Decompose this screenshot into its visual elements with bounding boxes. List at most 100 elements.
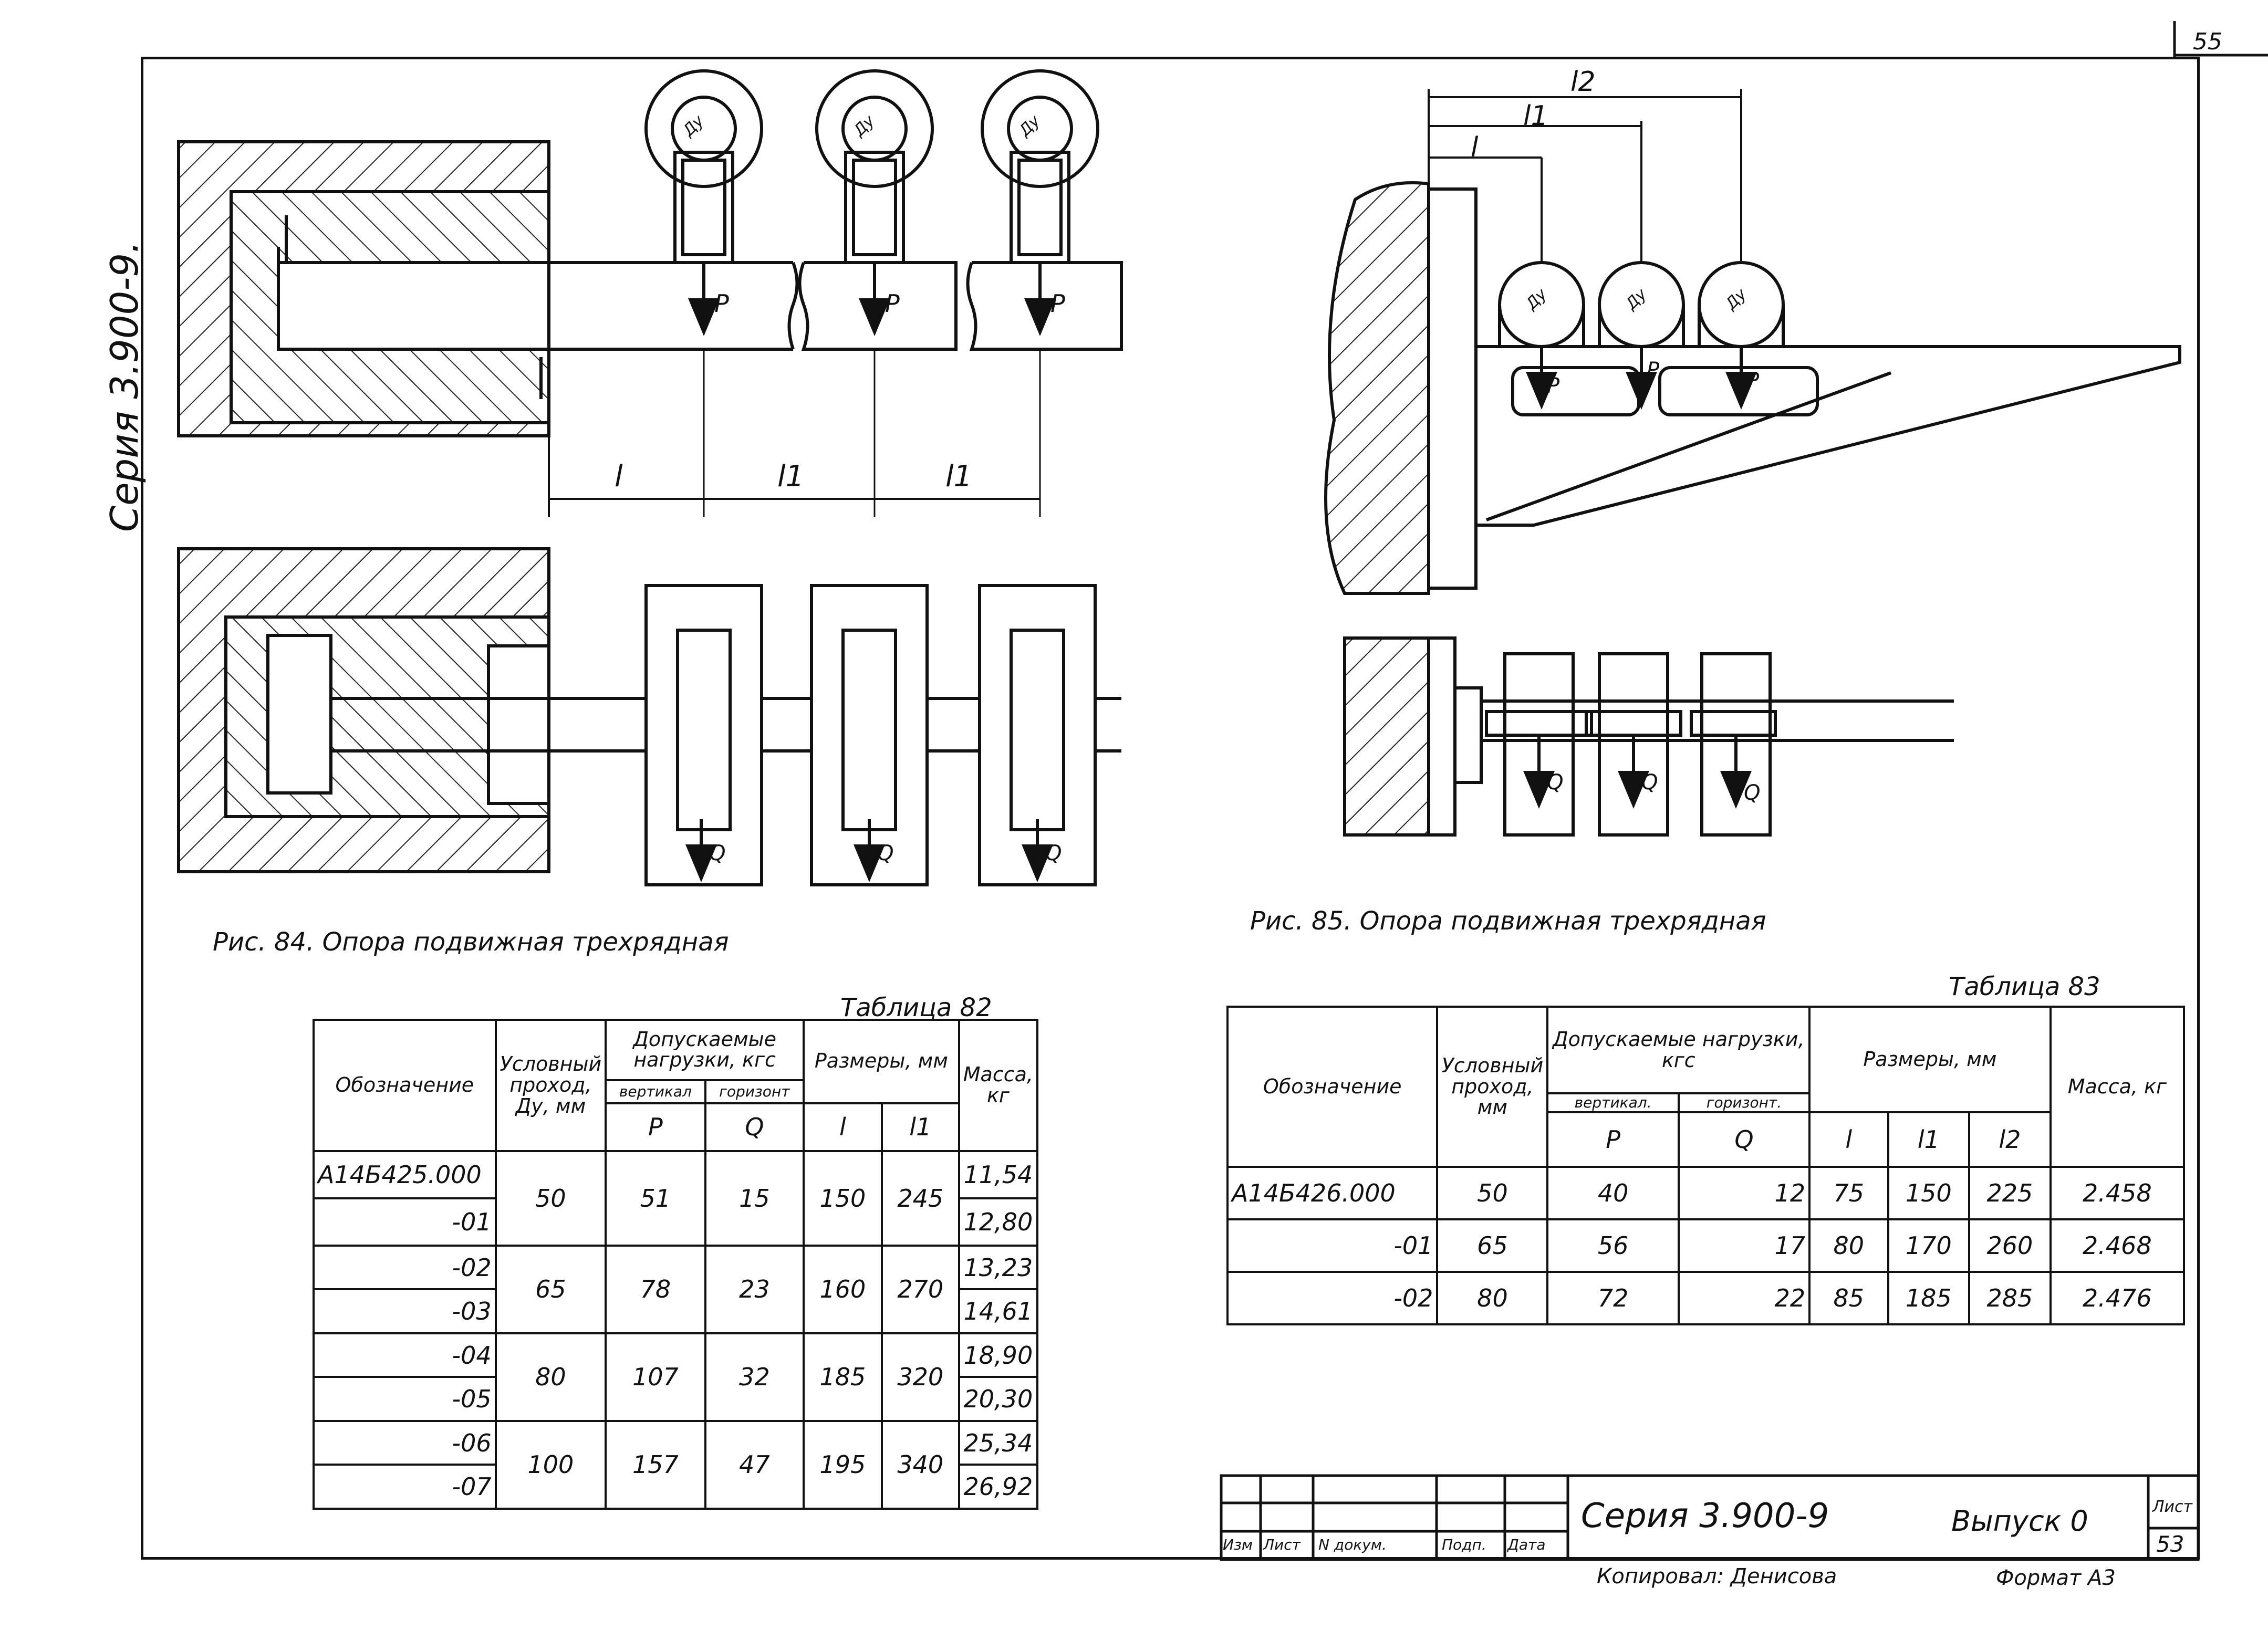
t82-p-0: 51 <box>605 1150 706 1247</box>
t83-h-vertical: вертикал. <box>1546 1092 1680 1113</box>
fig84-label-q-2: Q <box>877 841 894 865</box>
t83-q-1: 17 <box>1677 1218 1811 1273</box>
fig84-label-p-2: P <box>885 289 900 318</box>
fig84-dim-l: l <box>615 459 623 494</box>
t82-mass-7: 26,92 <box>958 1464 1039 1510</box>
t82-h-p: P <box>605 1102 706 1153</box>
t82-mass-1: 12,80 <box>958 1197 1039 1247</box>
t83-designation-1: -01 <box>1226 1218 1439 1273</box>
t83-row-2: -02 80 72 22 85 185 285 2.476 <box>1226 1271 2186 1325</box>
t82-mass-6: 25,34 <box>958 1419 1039 1466</box>
t82-dy-1: 65 <box>494 1244 607 1334</box>
t82-l1-3: 340 <box>880 1419 960 1510</box>
t83-h-l1: l1 <box>1887 1111 1971 1168</box>
fig85-label-q-2: Q <box>1641 770 1658 795</box>
t83-h-l: l <box>1808 1111 1889 1168</box>
t82-q-1: 23 <box>704 1244 805 1334</box>
t82-h-dims: Размеры, мм <box>803 1019 960 1104</box>
t82-l-0: 150 <box>803 1150 883 1247</box>
t82-q-3: 47 <box>704 1419 805 1510</box>
tb-col-list: Лист <box>1263 1536 1301 1553</box>
t83-row-0: А14Б426.000 50 40 12 75 150 225 2.458 <box>1226 1166 2186 1220</box>
t83-l2-1: 260 <box>1968 1218 2052 1273</box>
t82-designation-1: -01 <box>313 1197 497 1247</box>
t83-l2-0: 225 <box>1968 1166 2052 1220</box>
fig84-label-q-3: Q <box>1045 841 1062 865</box>
t82-h-vertical: вертикал <box>605 1079 706 1104</box>
table82-title: Таблица 82 <box>840 993 992 1022</box>
t82-designation-3: -03 <box>313 1288 497 1334</box>
fig84-pipe-1 <box>644 69 763 264</box>
table82: Обозначение Условный проход, Ду, мм Допу… <box>313 1018 1039 1510</box>
t83-p-2: 72 <box>1546 1271 1680 1325</box>
t82-mass-4: 18,90 <box>958 1332 1039 1378</box>
t82-designation-6: -06 <box>313 1419 497 1466</box>
fig85-dim-l2: l2 <box>1570 66 1596 98</box>
table83: Обозначение Условный проход, мм Допускае… <box>1226 1006 2186 1325</box>
table83-title: Таблица 83 <box>1949 972 2100 1001</box>
t82-designation-0: А14Б425.000 <box>313 1150 497 1200</box>
t82-h-designation: Обозначение <box>313 1018 497 1153</box>
fig84-front-view <box>177 69 1123 517</box>
sheet-number-top: 55 <box>2193 28 2222 55</box>
t82-l-3: 195 <box>803 1419 883 1510</box>
t82-mass-3: 14,61 <box>958 1288 1039 1334</box>
t83-l1-2: 185 <box>1887 1271 1971 1325</box>
t82-h-l1: l1 <box>880 1102 960 1153</box>
t82-h-nominal: Условный проход, Ду, мм <box>494 1018 607 1153</box>
t82-q-0: 15 <box>704 1150 805 1247</box>
t83-dy-2: 80 <box>1436 1271 1549 1325</box>
t82-p-3: 157 <box>605 1419 706 1510</box>
tb-sheet-number: 53 <box>2156 1531 2184 1557</box>
t82-q-2: 32 <box>704 1332 805 1422</box>
t83-designation-2: -02 <box>1226 1271 1439 1325</box>
t82-designation-7: -07 <box>313 1464 497 1510</box>
t83-mass-2: 2.476 <box>2049 1271 2186 1325</box>
t83-h-horizontal: горизонт. <box>1677 1092 1811 1113</box>
fig84-pipe-3 <box>981 69 1099 264</box>
t83-dy-1: 65 <box>1436 1218 1549 1273</box>
fig84-dim-l1-b: l1 <box>945 459 973 494</box>
fig85-caption: Рис. 85. Опора подвижная трехрядная <box>1250 906 1766 936</box>
t83-mass-0: 2.458 <box>2049 1166 2186 1220</box>
t82-mass-5: 20,30 <box>958 1376 1039 1422</box>
t82-p-1: 78 <box>605 1244 706 1334</box>
t83-mass-1: 2.468 <box>2049 1218 2186 1273</box>
drawing-frame <box>141 57 2200 1560</box>
t83-l-2: 85 <box>1808 1271 1889 1325</box>
fig84-dim-l1-a: l1 <box>777 459 805 494</box>
t83-h-nominal: Условный проход, мм <box>1436 1006 1549 1168</box>
tb-col-izm: Изм <box>1223 1536 1253 1553</box>
t83-l-0: 75 <box>1808 1166 1889 1220</box>
t83-h-designation: Обозначение <box>1226 1006 1439 1168</box>
t82-p-2: 107 <box>605 1332 706 1422</box>
t82-h-horizontal: горизонт <box>704 1079 805 1104</box>
t83-h-loads: Допускаемые нагрузки, кгс <box>1546 1006 1811 1094</box>
fig84-label-q-1: Q <box>709 841 726 865</box>
t82-designation-2: -02 <box>313 1244 497 1291</box>
fig85-label-p-3: P <box>1746 369 1760 393</box>
t82-dy-2: 80 <box>494 1332 607 1422</box>
t82-h-loads: Допускаемые нагрузки, кгс <box>605 1019 805 1081</box>
t83-h-q: Q <box>1677 1111 1811 1168</box>
fig85-dim-l1: l1 <box>1523 100 1548 132</box>
t83-q-0: 12 <box>1677 1166 1811 1220</box>
t83-l2-2: 285 <box>1968 1271 2052 1325</box>
t82-h-mass: Масса, кг <box>958 1018 1039 1153</box>
t82-designation-4: -04 <box>313 1332 497 1378</box>
tb-col-doc: N докум. <box>1318 1536 1387 1553</box>
t82-l-1: 160 <box>803 1244 883 1334</box>
fig84-caption: Рис. 84. Опора подвижная трехрядная <box>213 927 729 957</box>
t83-h-l2: l2 <box>1968 1111 2052 1168</box>
t82-dy-0: 50 <box>494 1150 607 1247</box>
title-block <box>1220 1474 2200 1561</box>
t83-h-mass: Масса, кг <box>2049 1006 2186 1168</box>
fig84-label-p-3: P <box>1050 289 1065 318</box>
t83-dy-0: 50 <box>1436 1166 1549 1220</box>
fig85-dim-l: l <box>1471 132 1479 163</box>
t82-designation-5: -05 <box>313 1376 497 1422</box>
t83-l-1: 80 <box>1808 1218 1889 1273</box>
footer-format: Формат А3 <box>1996 1566 2116 1590</box>
